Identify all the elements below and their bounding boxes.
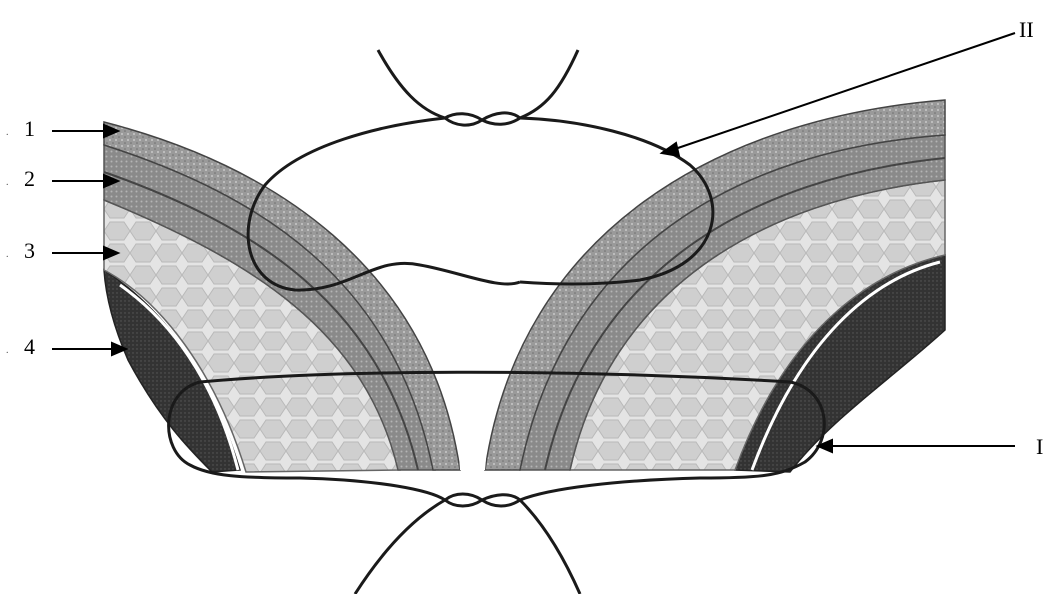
- wound-gap: [459, 390, 487, 470]
- label-layer-2: 2: [24, 166, 35, 191]
- label-suture-I: I: [1036, 434, 1043, 459]
- label-layer-4: 4: [24, 334, 35, 359]
- label-suture-II: II: [1019, 17, 1034, 42]
- right-tissue-flap: [485, 100, 945, 472]
- svg-text:.: .: [6, 177, 9, 188]
- svg-text:.: .: [6, 127, 9, 138]
- left-tissue-flap: [104, 122, 460, 472]
- svg-text:.: .: [6, 249, 9, 260]
- label-layer-3: 3: [24, 238, 35, 263]
- svg-text:.: .: [6, 345, 9, 356]
- label-layer-1: 1: [24, 116, 35, 141]
